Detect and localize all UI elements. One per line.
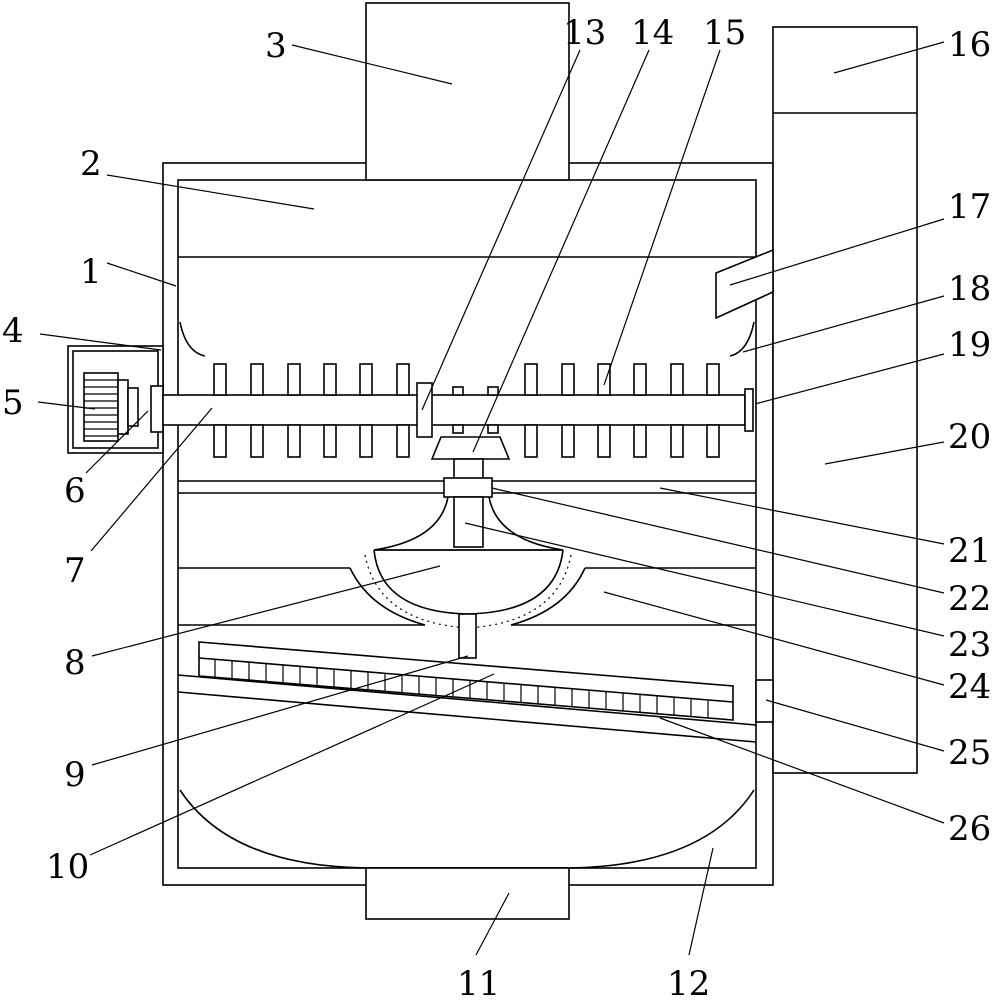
- chamber-divider: [178, 567, 756, 626]
- right-bearing: [744, 388, 754, 432]
- lower-blade-row: [213, 424, 720, 458]
- label-15: 15: [703, 13, 746, 53]
- bevel-gear: [430, 436, 511, 460]
- label-18: 18: [948, 269, 991, 309]
- label-21: 21: [948, 531, 991, 571]
- label-25: 25: [948, 733, 991, 773]
- horizontal-shaft: [162, 394, 746, 426]
- label-7: 7: [64, 551, 86, 591]
- upper-blade-row: [213, 363, 720, 396]
- label-24: 24: [948, 667, 991, 707]
- label-11: 11: [457, 964, 500, 1000]
- side-outlet: [755, 679, 774, 723]
- label-1: 1: [80, 252, 102, 292]
- label-8: 8: [64, 643, 86, 683]
- shaft-coupling: [150, 385, 164, 433]
- gear-teeth-small-4: [487, 424, 499, 434]
- label-5: 5: [2, 383, 24, 423]
- label-14: 14: [631, 13, 674, 53]
- grinding-shaft: [453, 496, 484, 548]
- label-16: 16: [948, 25, 991, 65]
- bottom-outlet: [365, 867, 570, 920]
- label-12: 12: [667, 964, 710, 1000]
- label-23: 23: [948, 625, 991, 665]
- bearing-sleeve: [443, 477, 493, 498]
- label-20: 20: [948, 417, 991, 457]
- left-deflector: [179, 321, 206, 357]
- label-26: 26: [948, 809, 991, 849]
- label-4: 4: [2, 311, 24, 351]
- number-labels: 1 2 3 4 5 6 7 8 9 10 11 12 13 14 15 16 1…: [2, 13, 991, 1000]
- gear-teeth-small-3: [452, 424, 464, 434]
- label-2: 2: [80, 144, 102, 184]
- vertical-shaft-upper: [453, 458, 484, 480]
- leader-lines: [37, 41, 945, 956]
- label-6: 6: [64, 471, 86, 511]
- inclined-plate: [177, 674, 757, 743]
- label-19: 19: [948, 325, 991, 365]
- label-22: 22: [948, 579, 991, 619]
- right-deflector: [729, 321, 755, 357]
- label-10: 10: [46, 847, 89, 887]
- gear-teeth-small-1: [452, 386, 464, 396]
- label-13: 13: [563, 13, 606, 53]
- side-column: [772, 26, 918, 774]
- label-9: 9: [64, 755, 86, 795]
- top-inlet-pipe: [365, 2, 570, 181]
- label-17: 17: [948, 187, 991, 227]
- label-3: 3: [265, 26, 287, 66]
- connecting-pipe: [715, 248, 774, 320]
- motor-assembly: [67, 345, 164, 454]
- gear-teeth-small-2: [487, 386, 499, 396]
- sieve-plate: [198, 641, 734, 721]
- connecting-rod: [458, 613, 477, 659]
